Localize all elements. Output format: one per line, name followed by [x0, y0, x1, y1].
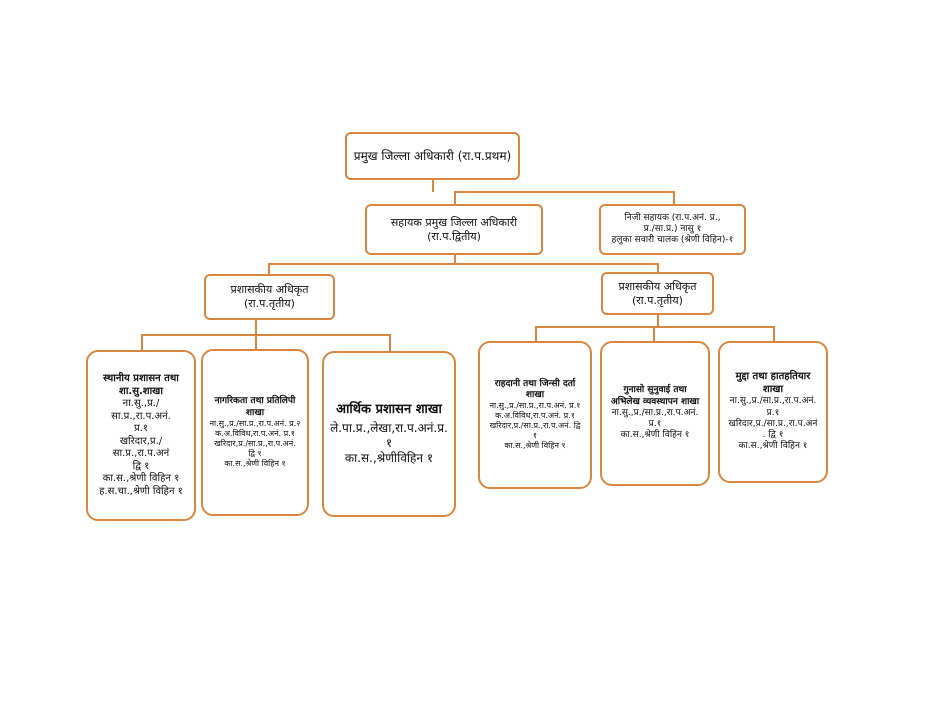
grievance-branch-subtitle: अभिलेख व्यवस्थापन शाखा	[610, 396, 700, 407]
finance-branch-title: आर्थिक प्रशासन शाखा	[336, 401, 442, 417]
admin-officer-left-grade: (रा.प.तृतीय)	[244, 297, 295, 310]
connector-officer-left-down	[255, 319, 257, 335]
passport-branch-box: राहदानी तथा जिन्सी दर्ता शाखा ना.सु.,प्र…	[478, 341, 592, 489]
assistant-cdo-grade: (रा.प.द्वितीय)	[427, 229, 481, 243]
chief-district-officer-title: प्रमुख जिल्ला अधिकारी (रा.प.प्रथम)	[353, 148, 512, 163]
arms-staff-line: खरिदार,प्र./सा.प्र.,रा.प.अनं	[728, 418, 818, 429]
citizenship-branch-title: नागरिकता तथा प्रतिलिपी	[214, 396, 296, 407]
passport-staff-line: का.स.,श्रेणी विहिन १	[504, 441, 566, 451]
personal-assistant-line1: निजी सहायक (रा.प.अनं. प्र.,	[624, 212, 721, 223]
arms-branch-subtitle: शाखा	[762, 383, 784, 395]
finance-staff-line: १	[385, 436, 393, 451]
arms-staff-line: का.स.,श्रेणी विहिन १	[738, 441, 808, 452]
local-admin-branch-box: स्थानीय प्रशासन तथा शा.सु.शाखा ना.सु.,प्…	[86, 350, 196, 521]
connector-to-citizenship	[255, 334, 257, 350]
connector-officer-right-down	[657, 314, 659, 327]
arms-staff-line: ना.सु.,प्र./सा.प्र.,रा.प.अनं.	[729, 396, 817, 407]
citizenship-staff-line: ना.सु.,प्र./सा.प्र.,रा.प.अनं. प्र.२	[209, 418, 301, 428]
arms-staff-line: . द्वि १	[762, 430, 784, 441]
chief-district-officer-box: प्रमुख जिल्ला अधिकारी (रा.प.प्रथम)	[345, 132, 520, 180]
driver-line: हलुका सवारी चालक (श्रेणी विहिन)-१	[611, 235, 734, 246]
grievance-staff-line: का.स.,श्रेणी विहिन १	[620, 430, 690, 441]
connector-to-grievance	[653, 326, 655, 342]
passport-staff-line: ना.सु.,प्र./सा.प्र.,रा.प.अनं. प्र.१	[489, 401, 581, 411]
connector-to-officer-right	[657, 263, 659, 273]
admin-officer-right-box: प्रशासकीय अधिकृत (रा.प.तृतीय)	[601, 272, 714, 315]
local-admin-staff-line: ह.स.चा.,श्रेणी विहिन १	[99, 485, 183, 497]
local-admin-staff-line: द्वि १	[132, 460, 150, 472]
finance-staff-line: का.स.,श्रेणीविहिन १	[344, 451, 434, 466]
citizenship-staff-line: क.अ.विविध,रा.प.अनं. प्र.१	[215, 428, 295, 438]
connector-to-assistant	[454, 191, 456, 205]
citizenship-staff-line: खरिदार,प्र./सा.प्र.,रा.प.अनं.	[214, 438, 296, 448]
admin-officer-right-title: प्रशासकीय अधिकृत	[618, 279, 697, 293]
citizenship-branch-box: नागरिकता तथा प्रतिलिपी शाखा ना.सु.,प्र./…	[201, 349, 309, 516]
grievance-branch-box: गुनासो सुनुवाई तथा अभिलेख व्यवस्थापन शाख…	[600, 341, 710, 486]
local-admin-staff-line: खरिदार,प्र./सा.प्र.,रा.प.अनं	[112, 435, 170, 460]
local-admin-staff-line: प्र.१	[133, 423, 149, 434]
assistant-cdo-box: सहायक प्रमुख जिल्ला अधिकारी (रा.प.द्विती…	[365, 204, 543, 255]
admin-officer-right-grade: (रा.प.तृतीय)	[632, 293, 683, 307]
local-admin-branch-subtitle: शा.सु.शाखा	[119, 385, 163, 397]
passport-branch-subtitle: शाखा	[525, 390, 545, 400]
finance-branch-box: आर्थिक प्रशासन शाखा ले.पा.प्र.,लेखा,रा.प…	[322, 351, 456, 517]
connector-top-bar	[454, 191, 674, 193]
grievance-staff-line: ना.सु.,प्र./सा.प्र.,रा.प.अनं.	[611, 407, 699, 418]
local-admin-staff-line: का.स.,श्रेणी विहिन १	[102, 473, 180, 484]
connector-left-branch-bar	[141, 334, 390, 336]
admin-officer-left-box: प्रशासकीय अधिकृत (रा.प.तृतीय)	[204, 274, 335, 320]
connector-to-passport	[535, 326, 537, 342]
grievance-branch-title: गुनासो सुनुवाई तथा	[623, 385, 687, 396]
citizenship-staff-line: द्वि १	[248, 448, 262, 458]
personal-assistant-box: निजी सहायक (रा.प.अनं. प्र., प्र./सा.प्र.…	[599, 204, 746, 255]
passport-staff-line: क.अ.विविध,रा.प.अनं. प्र.१	[495, 411, 575, 421]
assistant-cdo-title: सहायक प्रमुख जिल्ला अधिकारी	[390, 215, 518, 229]
connector-to-finance	[389, 334, 391, 352]
personal-assistant-line2: प्र./सा.प्र.) नासु १	[643, 223, 702, 234]
connector-to-arms	[773, 326, 775, 342]
grievance-staff-line: प्र.१	[648, 419, 662, 430]
connector-assistant-down	[454, 254, 456, 264]
connector-to-officer-left	[268, 263, 270, 275]
connector-to-personal	[673, 191, 675, 205]
arms-staff-line: प्र.१	[766, 407, 780, 418]
arms-branch-title: मुद्दा तथा हातहतियार	[735, 371, 811, 383]
arms-branch-box: मुद्दा तथा हातहतियार शाखा ना.सु.,प्र./सा…	[718, 341, 828, 483]
local-admin-branch-title: स्थानीय प्रशासन तथा	[103, 373, 179, 384]
local-admin-staff-line: ना.सु.,प्र./सा.प्र.,रा.प.अनं.	[111, 398, 171, 422]
connector-to-local	[141, 334, 143, 350]
passport-branch-title: राहदानी तथा जिन्सी दर्ता	[494, 378, 576, 389]
citizenship-staff-line: का.स.,श्रेणी विहिन १	[224, 458, 286, 468]
connector-root-down	[432, 180, 434, 192]
citizenship-branch-subtitle: शाखा	[245, 407, 265, 418]
connector-officer-bar	[268, 263, 658, 265]
passport-staff-line: १	[532, 431, 538, 441]
passport-staff-line: खरिदार,प्र./सा.प्र.,रा.प.अनं. द्वि	[489, 421, 581, 431]
finance-staff-line: ले.पा.प्र.,लेखा,रा.प.अनं.प्र.	[330, 421, 448, 436]
admin-officer-left-title: प्रशासकीय अधिकृत	[230, 283, 309, 297]
